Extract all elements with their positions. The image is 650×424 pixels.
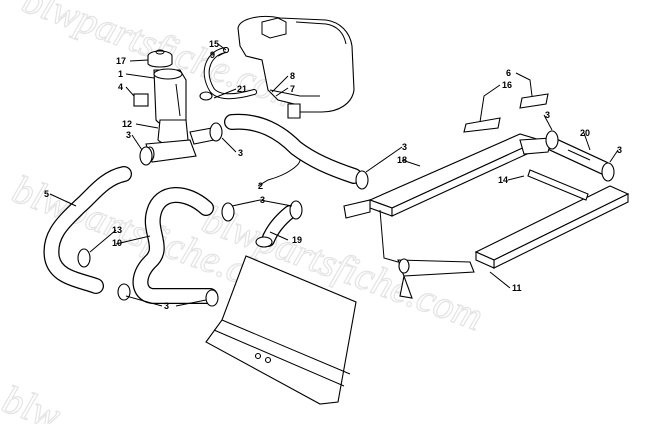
leader-lines: [49, 43, 619, 307]
callout-14: 14: [498, 175, 508, 185]
radiator-cap: [147, 49, 173, 68]
heat-exchanger-18: [343, 133, 542, 219]
hose-5: [43, 166, 132, 294]
callout-15: 15: [209, 39, 219, 49]
callout-7: 7: [290, 84, 295, 94]
callout-3-bottom: 3: [164, 301, 169, 311]
coolant-reservoir: [237, 15, 355, 119]
callout-3-cap-right: 3: [238, 148, 243, 158]
callout-5: 5: [44, 189, 49, 199]
callout-3-hose-2: 3: [402, 142, 407, 152]
callout-6: 6: [506, 68, 511, 78]
hose-20: [545, 137, 611, 175]
callout-17: 17: [116, 56, 126, 66]
callout-4: 4: [118, 82, 123, 92]
hose-19: [261, 205, 297, 247]
callout-labels: 15 9 17 1 4 8 7 21 12 3 3 6 16 3 20 3 3 …: [44, 39, 622, 311]
filler-neck: [133, 68, 215, 163]
callout-10: 10: [112, 238, 122, 248]
callout-9: 9: [210, 50, 215, 60]
callout-19: 19: [292, 235, 302, 245]
clamp-group: [77, 91, 615, 307]
callout-20: 20: [580, 128, 590, 138]
callout-13: 13: [112, 225, 122, 235]
heat-exchanger-11: [474, 185, 630, 269]
crossover-14: [519, 137, 589, 201]
callout-12: 12: [122, 119, 132, 129]
watermark-bottom-left: blw: [0, 376, 67, 424]
callout-3-rail-end: 3: [617, 145, 622, 155]
end-cap-left: [397, 258, 475, 299]
callout-18: 18: [397, 155, 407, 165]
hose-10: [132, 187, 218, 304]
callout-8: 8: [290, 71, 295, 81]
hose-2: [224, 113, 362, 184]
callout-3-rail-upper: 3: [545, 110, 550, 120]
callout-11: 11: [512, 283, 522, 293]
callout-21: 21: [237, 84, 247, 94]
callout-16: 16: [502, 80, 512, 90]
callout-2: 2: [258, 181, 263, 191]
callout-1: 1: [118, 69, 123, 79]
callout-3-cap-left: 3: [126, 130, 131, 140]
callout-3-center: 3: [260, 195, 265, 205]
heat-shield: [205, 255, 357, 405]
